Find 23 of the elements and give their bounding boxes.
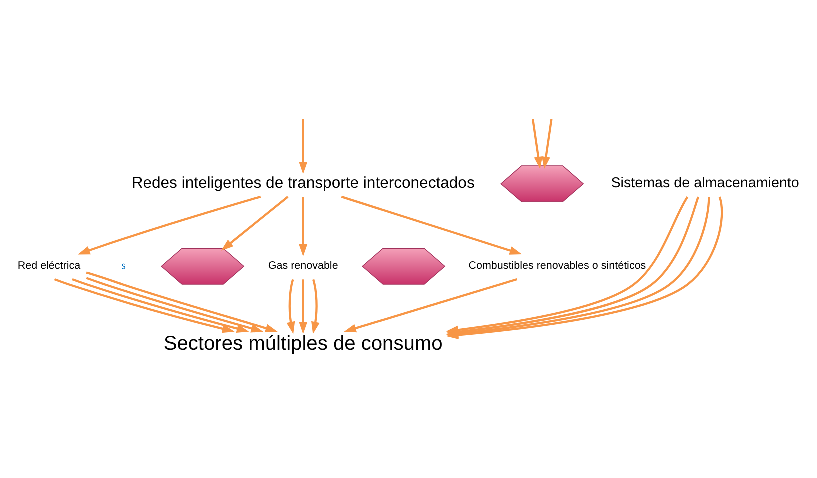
arrow	[72, 278, 250, 333]
arrow	[299, 280, 308, 334]
node-text: Sistemas de almacenamiento	[611, 176, 800, 192]
arrow	[78, 196, 262, 255]
arrow	[344, 278, 518, 333]
node-arrow	[362, 248, 446, 285]
arrow	[299, 197, 308, 257]
node-arrow	[161, 248, 245, 285]
node-text: Redes inteligentes de transporte interconectados	[132, 175, 475, 192]
arrow	[221, 196, 289, 251]
node-text: Sectores múltiples de consumo	[164, 333, 443, 356]
node-text: Red eléctrica	[18, 260, 81, 272]
arrow	[86, 277, 264, 333]
arrow	[286, 279, 296, 334]
label: s	[122, 260, 126, 272]
arrow	[299, 119, 308, 174]
arrow	[54, 278, 235, 334]
arrow	[341, 196, 522, 255]
node-text: Combustibles renovables o sintéticos	[468, 260, 646, 272]
arrow	[86, 272, 278, 333]
node-arrow	[500, 166, 584, 202]
arrow	[312, 279, 320, 334]
node-text: Gas renovable	[268, 260, 338, 272]
